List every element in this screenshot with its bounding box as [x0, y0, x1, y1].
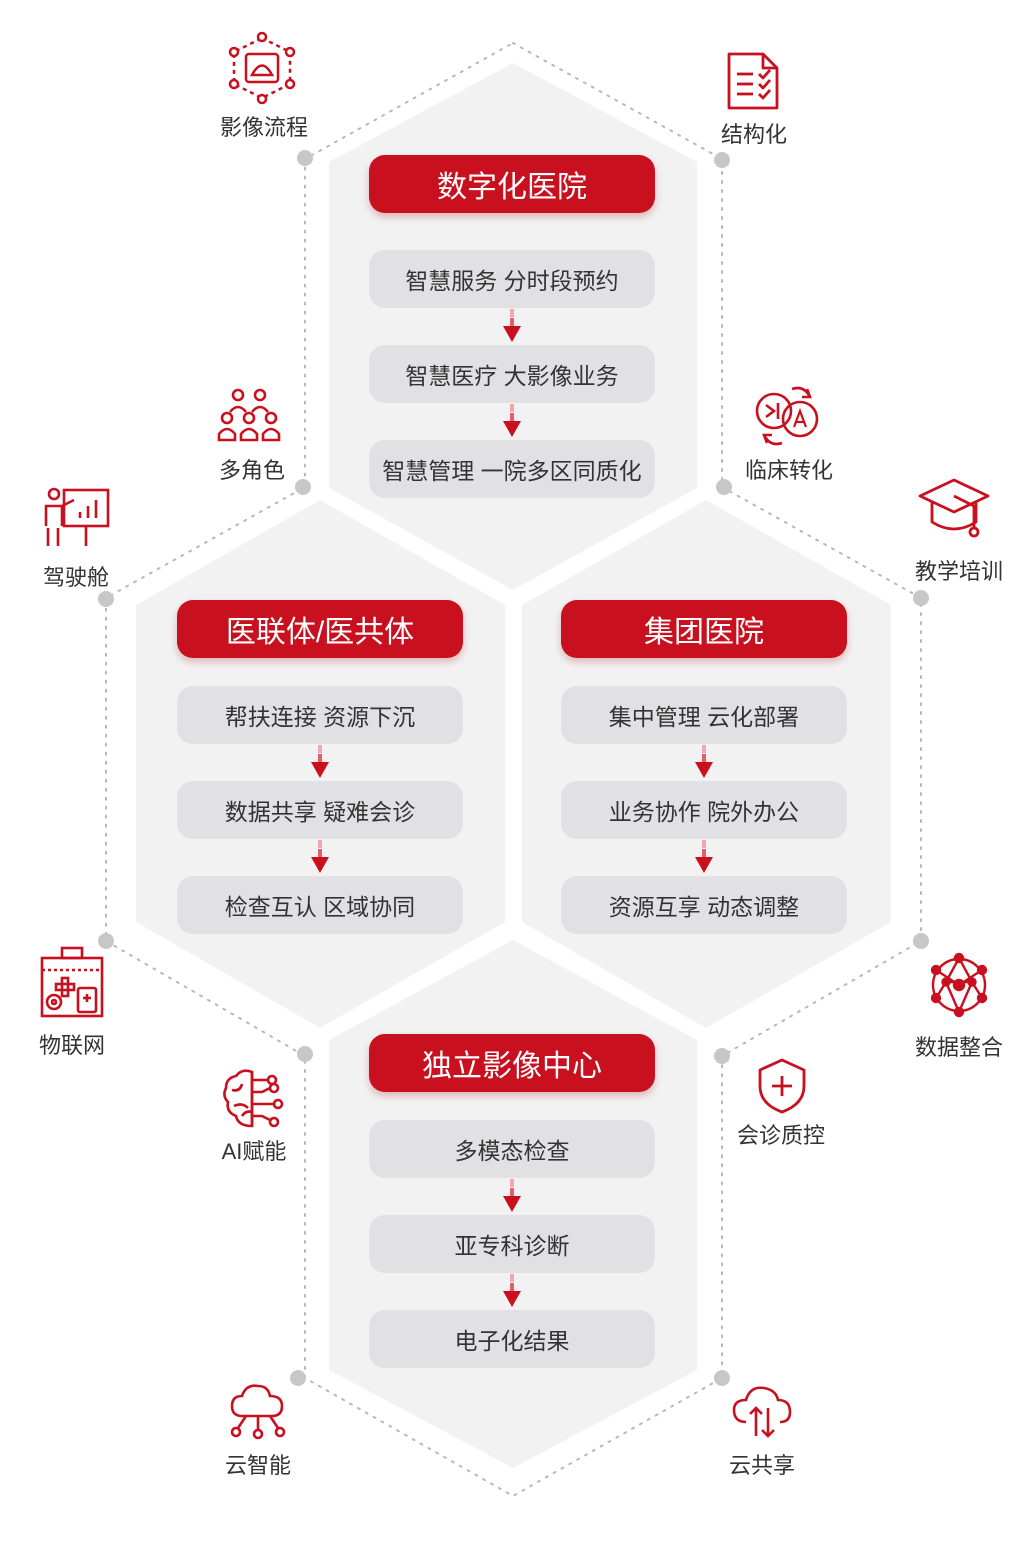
feature-label: 会诊质控: [736, 1123, 825, 1148]
outline-node: [714, 1370, 730, 1386]
down-arrow-icon: [695, 745, 713, 778]
down-arrow-icon: [695, 840, 713, 873]
hex-item: 智慧医疗 大影像业务: [369, 345, 655, 403]
hex-item: 亚专科诊断: [369, 1215, 655, 1273]
outline-node: [290, 1370, 306, 1386]
feature-label: 云共享: [728, 1453, 795, 1478]
hex-title-digital-hospital: 数字化医院: [369, 155, 655, 213]
down-arrow-icon: [503, 404, 521, 437]
feature-label: 驾驶舱: [42, 565, 109, 590]
outline-node: [297, 1046, 313, 1062]
cloud-network-icon: [230, 1384, 286, 1440]
down-arrow-icon: [503, 1179, 521, 1212]
down-arrow-icon: [311, 745, 329, 778]
hex-title-group-hospital: 集团医院: [561, 600, 847, 658]
down-arrow-icon: [311, 840, 329, 873]
multi-role-icon: [217, 388, 281, 442]
feature-label: 多角色: [218, 458, 285, 483]
hex-title-imaging-center: 独立影像中心: [369, 1034, 655, 1092]
feature-label: 影像流程: [219, 115, 308, 140]
feature-label: 数据整合: [914, 1035, 1003, 1060]
hex-item: 资源互享 动态调整: [561, 876, 847, 934]
ultrasound-icon: [228, 31, 296, 105]
feature-label: 结构化: [720, 122, 787, 147]
outline-node: [716, 479, 732, 495]
cockpit-icon: [44, 487, 110, 546]
hex-item: 业务协作 院外办公: [561, 781, 847, 839]
dotted-outline: [105, 41, 922, 1498]
outline-node: [913, 590, 929, 606]
down-arrow-icon: [503, 309, 521, 342]
outline-node: [714, 152, 730, 168]
graduation-cap-icon: [918, 478, 990, 538]
data-network-icon: [930, 952, 988, 1018]
hex-item: 集中管理 云化部署: [561, 686, 847, 744]
cloud-share-icon: [732, 1386, 792, 1438]
hex-item: 检查互认 区域协同: [177, 876, 463, 934]
shield-plus-icon: [758, 1058, 806, 1114]
outline-node: [297, 150, 313, 166]
feature-label: 临床转化: [744, 458, 833, 483]
ai-brain-icon: [223, 1069, 284, 1128]
translation-icon: [755, 386, 819, 446]
feature-label: 物联网: [38, 1033, 105, 1058]
hex-title-medical-alliance: 医联体/医共体: [177, 600, 463, 658]
feature-label: 云智能: [224, 1453, 291, 1478]
hex-item: 智慧管理 一院多区同质化: [369, 440, 655, 498]
hex-item: 帮扶连接 资源下沉: [177, 686, 463, 744]
outline-node: [714, 1048, 730, 1064]
hex-item: 多模态检查: [369, 1120, 655, 1178]
down-arrow-icon: [503, 1274, 521, 1307]
feature-label: 教学培训: [914, 559, 1003, 584]
hex-item: 智慧服务 分时段预约: [369, 250, 655, 308]
medical-kit-icon: [40, 946, 104, 1018]
hex-item: 数据共享 疑难会诊: [177, 781, 463, 839]
hex-item: 电子化结果: [369, 1310, 655, 1368]
feature-label: AI赋能: [221, 1139, 287, 1164]
outline-node: [98, 933, 114, 949]
outline-node: [98, 591, 114, 607]
outline-node: [913, 933, 929, 949]
outline-node: [295, 479, 311, 495]
structured-report-icon: [727, 52, 779, 110]
